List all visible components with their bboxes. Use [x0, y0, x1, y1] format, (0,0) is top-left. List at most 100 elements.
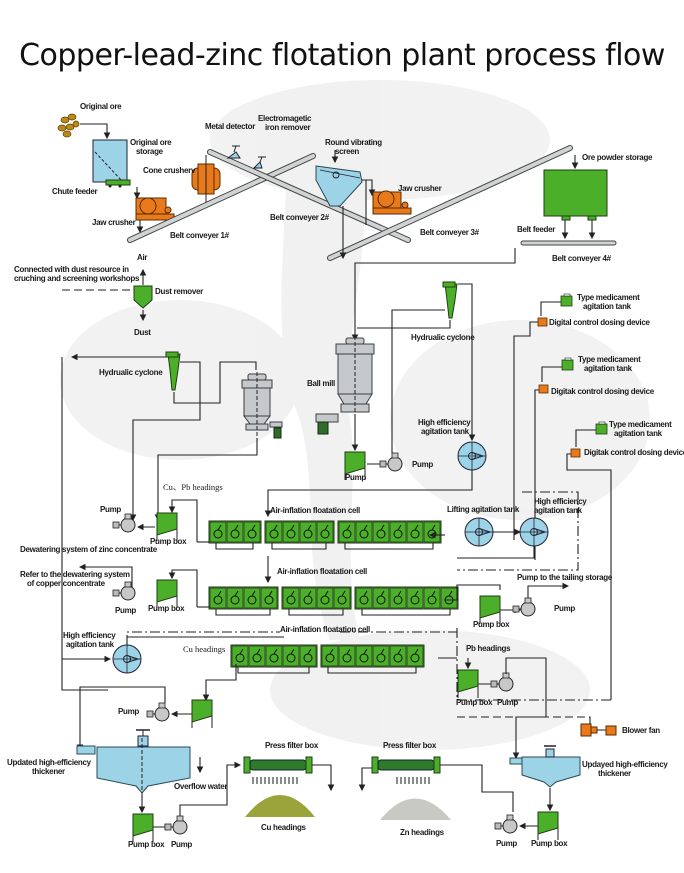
- label-press-filter-right: Press filter box: [383, 741, 437, 750]
- flotation-bank-row1: [208, 520, 442, 550]
- label-agitation-right-2: agitation tank: [534, 506, 583, 515]
- press-filter-left: Press filter box: [243, 741, 319, 784]
- pump-right: [494, 814, 518, 834]
- flotation-cell: [355, 521, 373, 543]
- flotation-cell-group: [354, 586, 459, 610]
- flotation-cell: [406, 587, 424, 609]
- ore-lumps-icon: [57, 113, 80, 138]
- label-agitation-left-2: agitation tank: [66, 640, 115, 649]
- ore-storage-bin: Original ore storage: [92, 138, 172, 183]
- belt-conveyer-3: Belt conveyer 3#: [327, 145, 573, 261]
- label-doser-2: Digitak control dosing device: [551, 387, 655, 396]
- label-agitation-top-2: agitation tank: [421, 427, 470, 436]
- lifting-agitation-tank: Lifting agitation tank: [447, 505, 520, 547]
- thickener-left: Updated high-efficiency thickener: [7, 729, 191, 800]
- label-pump-pb: Pump: [497, 698, 518, 707]
- flotation-cell: [299, 587, 317, 609]
- flotation-cell: [265, 521, 283, 543]
- pump-cu: [146, 702, 170, 722]
- label-doser-1: Digital control dosing device: [549, 318, 650, 327]
- label-cell-row1: Air-inflation floatation cell: [270, 506, 360, 515]
- pump-box-right: [537, 811, 559, 841]
- label-thickener-right-1: Updayed high-efficiency: [582, 760, 668, 769]
- label-medtank-2a: Type medicament: [578, 355, 641, 364]
- label-ball-mill: Ball mill: [307, 379, 335, 388]
- label-belt-feeder: Belt feeder: [517, 225, 555, 234]
- label-ball-mill-pump-1: Pump: [345, 473, 366, 482]
- ball-mill-1: [241, 372, 283, 440]
- pump-box-left: [132, 813, 154, 843]
- agitation-tank-top: High efficiency agitation tank: [418, 418, 487, 471]
- label-pumpbox-row1: Pump box: [150, 537, 187, 546]
- flotation-cell: [338, 645, 356, 667]
- label-thickener-left-1: Updated high-efficiency: [7, 758, 92, 767]
- thickener-right: Updayed high-efficiency thickener: [509, 745, 669, 788]
- label-dust-source-1: Connected with dust resource in: [14, 265, 129, 274]
- label-pump-right: Pump: [496, 839, 517, 848]
- dust-remover: Air Connected with dust resource in cruc…: [14, 253, 203, 337]
- flotation-cell: [338, 521, 356, 543]
- zn-headings-pile: Zn headings: [380, 798, 451, 837]
- pump-tailing: [512, 597, 536, 617]
- cell-return-pipe: [237, 667, 310, 674]
- label-pump-row1: Pump: [100, 505, 121, 514]
- label-pb-headings: Pb headings: [466, 644, 511, 653]
- agitation-tank-right: High efficiency agitation tank: [519, 497, 588, 547]
- ore-powder-storage: Ore powder storage: [543, 153, 653, 221]
- blower-fan: Blower fan: [580, 723, 661, 737]
- hydraulic-cyclone-left: Hydrualic cyclone: [99, 351, 181, 391]
- flotation-bank-row3: [230, 644, 425, 674]
- label-pump-tailing: Pump: [554, 604, 575, 613]
- jaw-crusher-1: Jaw crusher: [92, 197, 175, 227]
- belt-conveyer-1: Belt conveyer 1#: [127, 153, 316, 243]
- label-cone-crusher: Cone crusherv: [143, 166, 196, 175]
- cell-return-pipe: [215, 543, 254, 550]
- label-original-ore: Original ore: [80, 102, 122, 111]
- chute-feeder: Chute feeder: [52, 179, 131, 196]
- label-medtank-3b: agitation tank: [614, 429, 663, 438]
- belt-conveyer-2: Belt conveyer 2#: [207, 149, 411, 243]
- label-pumpbox-right: Pump box: [531, 839, 568, 848]
- label-blower-fan: Blower fan: [622, 726, 660, 735]
- flotation-cell: [282, 645, 300, 667]
- flotation-cell: [406, 521, 424, 543]
- flotation-cell: [440, 587, 458, 609]
- flotation-cell: [389, 645, 407, 667]
- label-zinc-dewatering: Dewatering system of zinc concentrate: [20, 545, 158, 554]
- agitation-tank-left: High efficiency agitation tank: [63, 631, 142, 674]
- label-medtank-1a: Type medicament: [577, 293, 640, 302]
- label-doser-3: Digitak control dosing device: [584, 448, 684, 457]
- label-dust-remover: Dust remover: [155, 287, 203, 296]
- label-pumpbox-tailing: Pump box: [473, 620, 510, 629]
- label-belt-4: Belt conveyer 4#: [552, 254, 612, 263]
- ball-mill-2: Ball mill: [307, 336, 375, 435]
- label-dust-source-2: cruching and screening workshops: [14, 274, 140, 283]
- label-agitation-left-1: High efficiency: [63, 631, 116, 640]
- flotation-cell: [316, 587, 334, 609]
- cell-return-pipe: [271, 543, 327, 550]
- cell-return-pipe: [288, 609, 344, 616]
- flotation-cell: [389, 521, 407, 543]
- flotation-cell: [333, 587, 351, 609]
- label-cyclone-left: Hydrualic cyclone: [99, 368, 163, 377]
- flotation-cell: [423, 587, 441, 609]
- flotation-cell: [389, 587, 407, 609]
- flotation-cell: [355, 587, 373, 609]
- label-vibrating-screen-1: Round vibrating: [325, 138, 382, 147]
- flotation-cell: [406, 645, 424, 667]
- flotation-cell: [260, 587, 278, 609]
- flotation-cell: [372, 521, 390, 543]
- flotation-cell: [209, 521, 227, 543]
- label-medtank-3a: Type medicament: [609, 420, 672, 429]
- label-pump-left: Pump: [171, 840, 192, 849]
- label-ball-mill-pump-2: Pump: [412, 460, 433, 469]
- flotation-cell: [243, 587, 261, 609]
- cell-return-pipe: [215, 609, 271, 616]
- flotation-cell: [243, 521, 261, 543]
- label-ore-powder-storage: Ore powder storage: [582, 153, 653, 162]
- label-copper-dewatering-1: Refer to the dewatering system: [20, 570, 130, 579]
- flotation-cell-group: [337, 520, 442, 544]
- cell-return-pipe: [361, 609, 451, 616]
- label-cu-headings-flot: Cu headings: [183, 644, 225, 654]
- flotation-cell: [321, 645, 339, 667]
